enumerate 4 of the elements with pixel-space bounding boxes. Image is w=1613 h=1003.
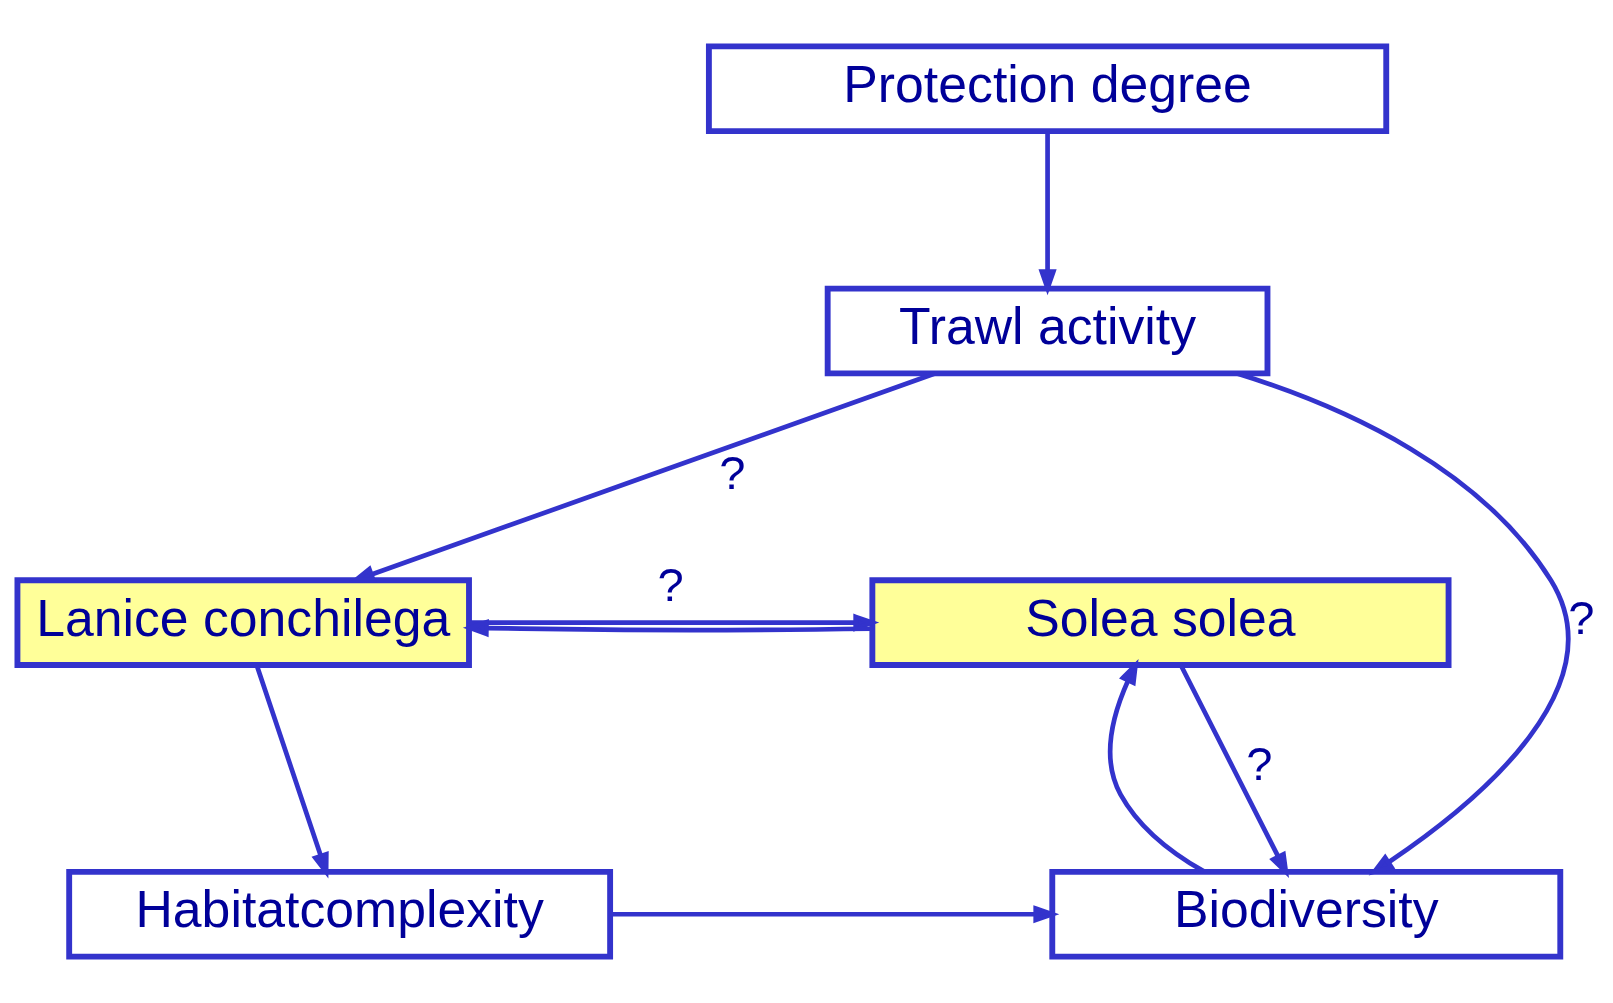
edge-label: ? (657, 558, 684, 612)
edge-label: ? (1568, 591, 1595, 645)
edge-label: ? (1246, 737, 1273, 791)
edge-label: ? (719, 445, 746, 499)
